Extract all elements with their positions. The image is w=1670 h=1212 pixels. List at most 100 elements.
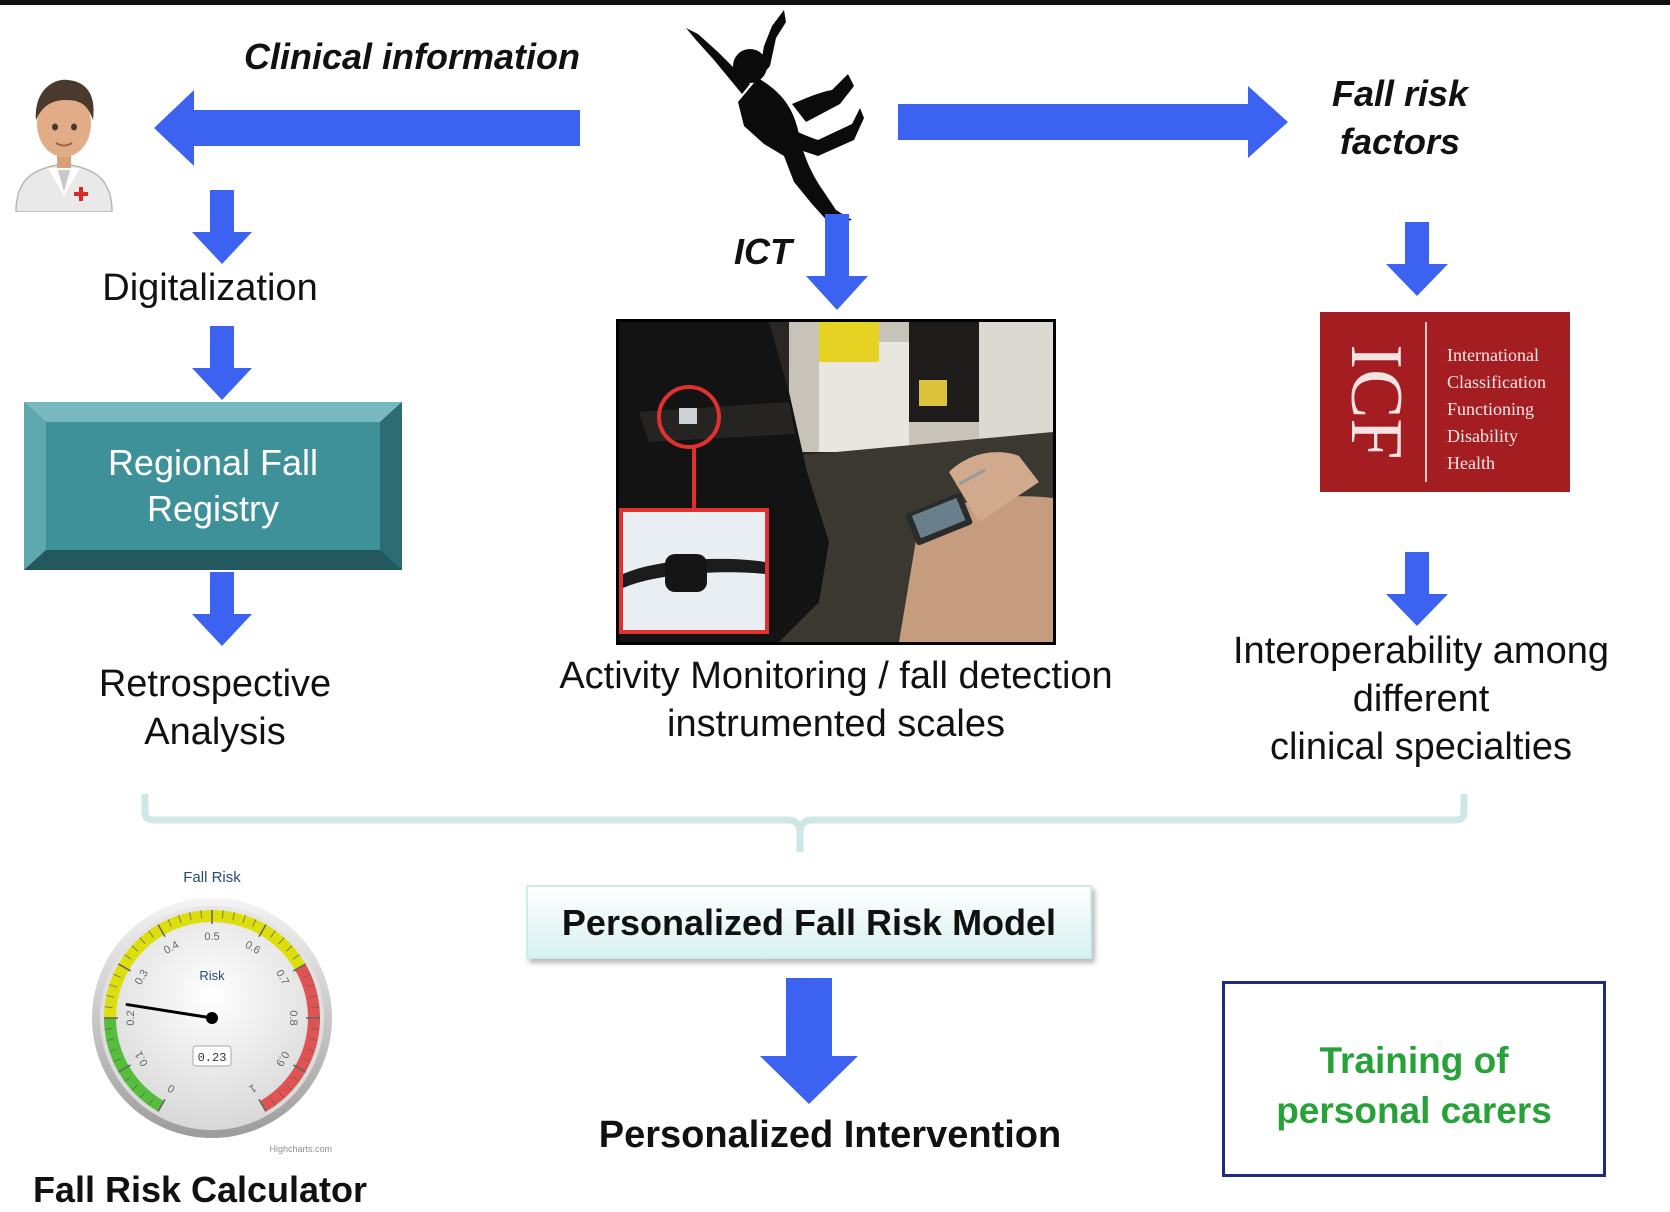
gauge-band-green [104,1018,164,1112]
gauge-minor-tick [113,973,121,978]
gauge-minor-tick [131,1084,138,1091]
retrospective-line1: Retrospective [98,663,332,705]
activity-monitoring-photo [616,319,1056,645]
gauge-minor-tick [104,1028,113,1030]
gauge-minor-tick [286,1084,293,1091]
gauge-minor-tick [113,1058,121,1063]
gauge-minor-tick [131,945,138,952]
icf-item-1: International [1447,345,1539,365]
gauge-minor-tick [309,1038,318,1041]
photo-scene [619,322,1053,642]
gauge-minor-tick [124,954,132,960]
gauge-minor-tick [222,910,224,919]
personalized-fall-risk-model-box: Personalized Fall Risk Model [526,885,1092,959]
gauge-minor-tick [306,1048,315,1052]
icf-item-3: Functioning [1447,399,1535,419]
clinical-information-label: Clinical information [244,36,581,77]
ict-label: ICT [734,231,792,272]
down-arrow-1 [192,190,252,264]
gauge-minor-tick [200,910,202,919]
top-rule [0,0,1670,5]
gauge-minor-tick [124,1076,132,1082]
digitalization-label: Digitalization [102,267,318,309]
icf-item-4: Disability [1447,426,1518,446]
gauge-credit: Highcharts.com [269,1144,332,1154]
registry-line2: Registry [146,488,280,529]
registry-text: Regional Fall Registry [24,440,402,532]
gauge-svg: Fall Risk 00.10.20.30.40.50.60.70.80.91 … [92,869,332,1154]
gauge-minor-tick [278,937,285,944]
gauge-major-tick [157,924,166,937]
fall-risk-factors-line2: factors [1339,121,1461,162]
personalized-intervention-label: Personalized Intervention [598,1114,1062,1156]
gauge-minor-tick [306,984,315,988]
icf-item-5: Health [1447,453,1495,473]
gauge-band-red [260,964,320,1112]
gauge-major-tick [258,1099,267,1112]
gauge-minor-tick [270,930,276,938]
down-arrow-ict [806,214,868,310]
gauge-value-text: 0.23 [198,1051,227,1065]
gauge-minor-tick [106,995,115,998]
gauge-minor-tick [292,954,300,960]
gauge-title: Fall Risk [183,869,241,886]
activity-monitoring-label: Activity Monitoring / fall detection ins… [546,652,1126,748]
down-arrow-2 [192,326,252,400]
registry-bevel [24,402,402,570]
gauge-tick-label: 0 [166,1081,177,1094]
gauge-major-tick [293,963,306,972]
activity-line1: Activity Monitoring / fall detection [559,655,1113,697]
gauge-minor-tick [270,1098,276,1106]
gauge-minor-tick [303,1058,311,1063]
training-text: Training of personal carers [1225,1036,1603,1136]
gauge-minor-tick [148,930,154,938]
gauge-minor-tick [242,915,246,924]
gauge-minor-tick [167,919,172,927]
gauge-needle [125,1003,214,1020]
gauge-tick-label: 1 [247,1081,258,1094]
right-arrow [898,86,1288,158]
falling-person-icon [686,10,864,224]
gauge-minor-tick [139,1092,146,1099]
training-line2: personal carers [1276,1090,1552,1131]
grouping-brace [141,794,1468,852]
icf-letters-text: ICF [1335,344,1417,459]
fall-risk-calculator-label: Fall Risk Calculator [32,1169,368,1210]
gauge-tick-label: 0.2 [125,1010,137,1025]
gauge-minor-tick [232,912,235,921]
doctor-icon [15,79,113,212]
gauge-minor-tick [109,1048,118,1052]
gauge-minor-tick [292,1076,300,1082]
training-line1: Training of [1319,1040,1509,1081]
retrospective-analysis-label: Retrospective Analysis [60,660,370,756]
gauge-tick-label: 0.5 [204,931,219,943]
interoperability-label: Interoperability among different clinica… [1176,627,1666,771]
registry-line1: Regional Fall [107,442,319,483]
activity-line2: instrumented scales [667,703,1005,745]
gauge-minor-tick [303,973,311,978]
gauge-major-tick [118,1064,131,1073]
down-arrow-model [760,978,858,1104]
gauge-pivot [206,1012,218,1024]
gauge-inner-label: Risk [199,968,225,983]
gauge-minor-tick [148,1098,154,1106]
gauge-minor-tick [189,912,192,921]
gauge-minor-tick [178,915,182,924]
gauge-minor-tick [106,1038,115,1041]
gauge-minor-tick [311,1028,320,1030]
left-arrow [154,90,580,166]
icf-letters: ICF [1335,344,1417,459]
gauge-band-yellow [104,910,306,1018]
gauge-minor-tick [139,937,146,944]
icf-list: International Classification Functioning… [1447,342,1546,477]
gauge-minor-tick [252,919,257,927]
gauge-major-tick [293,1064,306,1073]
icf-divider [1425,322,1427,482]
icf-logo: ICF International Classification Functio… [1320,312,1570,492]
gauge-tick-label: 0.8 [287,1010,299,1025]
gauge-minor-tick [311,1006,320,1008]
down-arrow-right-2 [1386,552,1448,626]
interop-line1: Interoperability among different [1233,630,1609,720]
fall-risk-factors-line1: Fall risk [1331,73,1469,114]
